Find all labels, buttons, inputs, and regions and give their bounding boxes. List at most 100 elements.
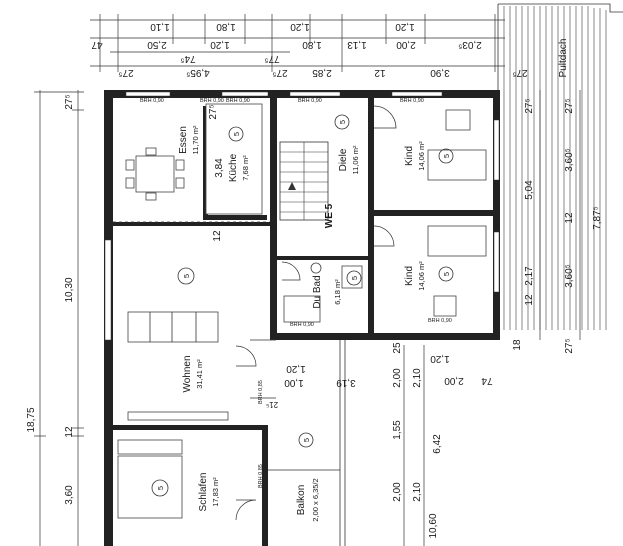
svg-text:27⁵: 27⁵ bbox=[118, 67, 133, 78]
svg-text:Diele: Diele bbox=[338, 148, 349, 171]
svg-text:2,17: 2,17 bbox=[524, 266, 535, 286]
unit-label: WE 5 bbox=[324, 203, 335, 228]
svg-text:5: 5 bbox=[350, 276, 359, 280]
room-bad: Du Bad 6,18 m² 5 bbox=[312, 270, 362, 309]
svg-text:Du Bad: Du Bad bbox=[312, 275, 323, 308]
room-schlafen: 5 Schlafen 17,83 m² bbox=[151, 473, 220, 512]
svg-text:10,30: 10,30 bbox=[64, 277, 75, 302]
top-dimensions: 1,10 1,80 1,20 1,20 47 2,50 1,20 1,80 1,… bbox=[90, 14, 528, 78]
svg-text:3,84: 3,84 bbox=[214, 158, 225, 178]
svg-text:Wohnen: Wohnen bbox=[182, 355, 193, 392]
svg-text:Schlafen: Schlafen bbox=[198, 473, 209, 512]
svg-text:4,95⁵: 4,95⁵ bbox=[186, 67, 210, 78]
svg-text:7,87⁵: 7,87⁵ bbox=[592, 206, 603, 230]
right-dimensions: 27⁵ 27⁵ 5,04 3,60⁵ 12 7,87⁵ 2,17 12 3,60… bbox=[512, 90, 603, 354]
svg-text:5: 5 bbox=[232, 132, 241, 136]
svg-text:Küche: Küche bbox=[228, 153, 239, 182]
svg-text:2,00: 2,00 bbox=[444, 375, 464, 386]
top-chain-4: 27⁵ 4,95⁵ 27⁵ 2,85 12 3,90 27⁵ bbox=[118, 67, 527, 78]
kitchen-counter bbox=[205, 103, 263, 215]
svg-text:5: 5 bbox=[156, 486, 165, 490]
svg-text:27⁵: 27⁵ bbox=[512, 67, 527, 78]
svg-text:1,00: 1,00 bbox=[284, 377, 304, 388]
svg-text:2,85: 2,85 bbox=[312, 67, 332, 78]
room-wohnen: 5 Wohnen 31,41 m² bbox=[177, 267, 204, 393]
svg-text:21⁵: 21⁵ bbox=[266, 400, 278, 409]
roof-label: Pultdach bbox=[558, 39, 569, 78]
stair-arrow-icon bbox=[288, 182, 296, 190]
svg-text:27⁵: 27⁵ bbox=[208, 104, 219, 119]
svg-text:1,10: 1,10 bbox=[150, 21, 170, 32]
svg-text:10,60: 10,60 bbox=[428, 513, 439, 538]
svg-text:3,60⁵: 3,60⁵ bbox=[564, 148, 575, 172]
top-chain-2: 47 2,50 1,20 1,80 1,13 2,00 2,03⁵ bbox=[91, 39, 482, 50]
svg-text:14,06 m²: 14,06 m² bbox=[417, 261, 426, 291]
svg-text:Kind: Kind bbox=[404, 146, 415, 166]
svg-text:3,90: 3,90 bbox=[430, 67, 450, 78]
svg-text:1,13: 1,13 bbox=[347, 39, 367, 50]
svg-text:3,60: 3,60 bbox=[64, 485, 75, 505]
svg-text:74⁵: 74⁵ bbox=[180, 53, 195, 64]
svg-text:47: 47 bbox=[91, 39, 103, 50]
bed bbox=[117, 455, 183, 519]
svg-text:17,83 m²: 17,83 m² bbox=[211, 477, 220, 507]
svg-text:31,41 m²: 31,41 m² bbox=[195, 359, 204, 389]
svg-text:27⁵: 27⁵ bbox=[64, 94, 75, 109]
svg-text:14,06 m²: 14,06 m² bbox=[417, 141, 426, 171]
windows bbox=[104, 91, 500, 341]
svg-text:2,00: 2,00 bbox=[392, 368, 403, 388]
doors bbox=[235, 105, 397, 521]
sofa bbox=[127, 311, 219, 343]
room-essen: Essen 11,70 m² 5 bbox=[178, 125, 244, 155]
svg-text:5: 5 bbox=[442, 154, 451, 158]
svg-text:2,50: 2,50 bbox=[147, 39, 167, 50]
svg-text:3,60⁵: 3,60⁵ bbox=[564, 264, 575, 288]
svg-text:11,06 m²: 11,06 m² bbox=[351, 145, 360, 175]
svg-text:25: 25 bbox=[392, 342, 403, 354]
svg-text:27⁵: 27⁵ bbox=[564, 98, 575, 113]
svg-text:1,55: 1,55 bbox=[392, 420, 403, 440]
svg-text:6,42: 6,42 bbox=[432, 434, 443, 454]
svg-text:BRH 0,90: BRH 0,90 bbox=[200, 98, 224, 104]
svg-text:2,00: 2,00 bbox=[396, 39, 416, 50]
svg-text:27⁵: 27⁵ bbox=[272, 67, 287, 78]
inner-dimensions: 27⁵ 12 25 1,20 1,20 1,00 3,19 2,00 2,00 … bbox=[208, 104, 493, 546]
svg-text:Kind: Kind bbox=[404, 266, 415, 286]
svg-text:Balkon: Balkon bbox=[296, 485, 307, 516]
svg-text:27⁵: 27⁵ bbox=[564, 338, 575, 353]
bed-kind-2 bbox=[427, 225, 487, 257]
top-chain-1: 1,10 1,80 1,20 1,20 bbox=[150, 21, 415, 32]
svg-text:18: 18 bbox=[512, 339, 523, 351]
svg-text:11,70 m²: 11,70 m² bbox=[191, 125, 200, 155]
desk-1 bbox=[445, 109, 471, 131]
svg-text:1,20: 1,20 bbox=[290, 21, 310, 32]
svg-text:5: 5 bbox=[442, 272, 451, 276]
room-kind-2: Kind 14,06 m² 5 bbox=[404, 261, 454, 291]
svg-text:2,03⁵: 2,03⁵ bbox=[458, 39, 482, 50]
svg-text:5: 5 bbox=[338, 120, 347, 124]
svg-text:2,10: 2,10 bbox=[412, 482, 423, 502]
svg-text:5: 5 bbox=[302, 438, 311, 442]
room-kind-1: Kind 14,06 m² 5 bbox=[404, 141, 454, 171]
svg-text:1,20: 1,20 bbox=[430, 353, 450, 364]
svg-text:3,19: 3,19 bbox=[336, 377, 356, 388]
brh-labels: BRH 0,90 BRH 0,90 BRH 0,90 BRH 0,90 BRH … bbox=[140, 98, 452, 488]
svg-text:1,80: 1,80 bbox=[302, 39, 322, 50]
svg-text:1,20: 1,20 bbox=[210, 39, 230, 50]
svg-text:BRH 0,85: BRH 0,85 bbox=[258, 380, 264, 404]
room-diele: 5 Diele 11,06 m² WE 5 bbox=[324, 114, 360, 228]
svg-text:77⁵: 77⁵ bbox=[264, 53, 279, 64]
room-balkon: 5 Balkon 2,00 x 6,35/2 bbox=[296, 432, 320, 522]
svg-text:Essen: Essen bbox=[178, 126, 189, 154]
svg-text:12: 12 bbox=[212, 230, 223, 242]
bed-kind-1 bbox=[427, 149, 487, 181]
top-chain-3: 74⁵ 77⁵ bbox=[180, 53, 279, 64]
room-kueche: 3,84 Küche 7,68 m² bbox=[214, 153, 250, 182]
svg-text:BRH 0,90: BRH 0,90 bbox=[400, 98, 424, 104]
svg-text:1,20: 1,20 bbox=[395, 21, 415, 32]
roof-hatch bbox=[503, 6, 607, 330]
pultdach-roof: Pultdach bbox=[497, 3, 623, 330]
svg-text:5,04: 5,04 bbox=[524, 180, 535, 200]
svg-text:2,00: 2,00 bbox=[392, 482, 403, 502]
